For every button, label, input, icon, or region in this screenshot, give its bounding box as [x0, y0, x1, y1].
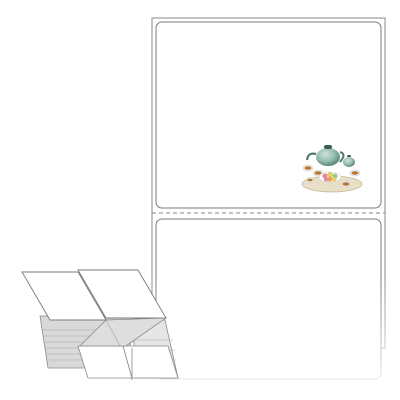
tea-set-image [301, 145, 363, 193]
fanfold-stack-icon [21, 269, 179, 380]
fade-overlay [148, 280, 393, 400]
